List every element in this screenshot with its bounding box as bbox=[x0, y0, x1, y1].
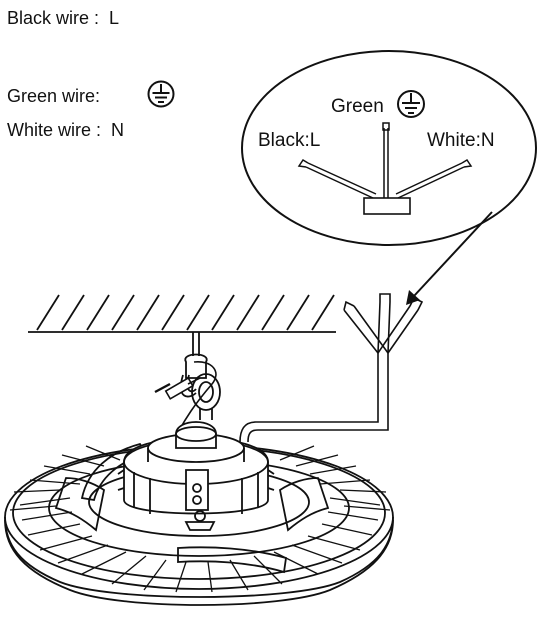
light-fixture bbox=[4, 421, 394, 606]
legend-green-label: Green wire: bbox=[7, 86, 101, 106]
ground-symbol-icon bbox=[116, 58, 176, 135]
legend-black-value: L bbox=[109, 8, 120, 28]
hanging-hook bbox=[180, 332, 221, 420]
callout-wire-sleeve bbox=[363, 197, 411, 215]
legend-black-label: Black wire : bbox=[7, 8, 100, 28]
legend-white-value: N bbox=[111, 120, 125, 140]
callout-leader-arrow bbox=[406, 211, 493, 305]
legend-white-label: White wire : bbox=[7, 120, 102, 140]
legend-green-wire: Green wire: bbox=[7, 58, 176, 135]
callout-ellipse bbox=[241, 50, 537, 246]
heatsink-fins bbox=[9, 445, 391, 593]
power-cord bbox=[239, 293, 424, 443]
callout-wires bbox=[297, 122, 473, 199]
callout-black-label: Black:L bbox=[258, 130, 320, 151]
callout-white-label: White:N bbox=[427, 130, 495, 151]
callout-ground-icon bbox=[397, 90, 425, 118]
ceiling bbox=[28, 294, 336, 333]
callout-green-label: Green bbox=[331, 96, 384, 117]
wire-callout: Green Black:L White:N bbox=[241, 50, 537, 246]
legend-white-wire: White wire : N bbox=[7, 120, 124, 141]
legend-black-wire: Black wire : L bbox=[7, 8, 119, 29]
